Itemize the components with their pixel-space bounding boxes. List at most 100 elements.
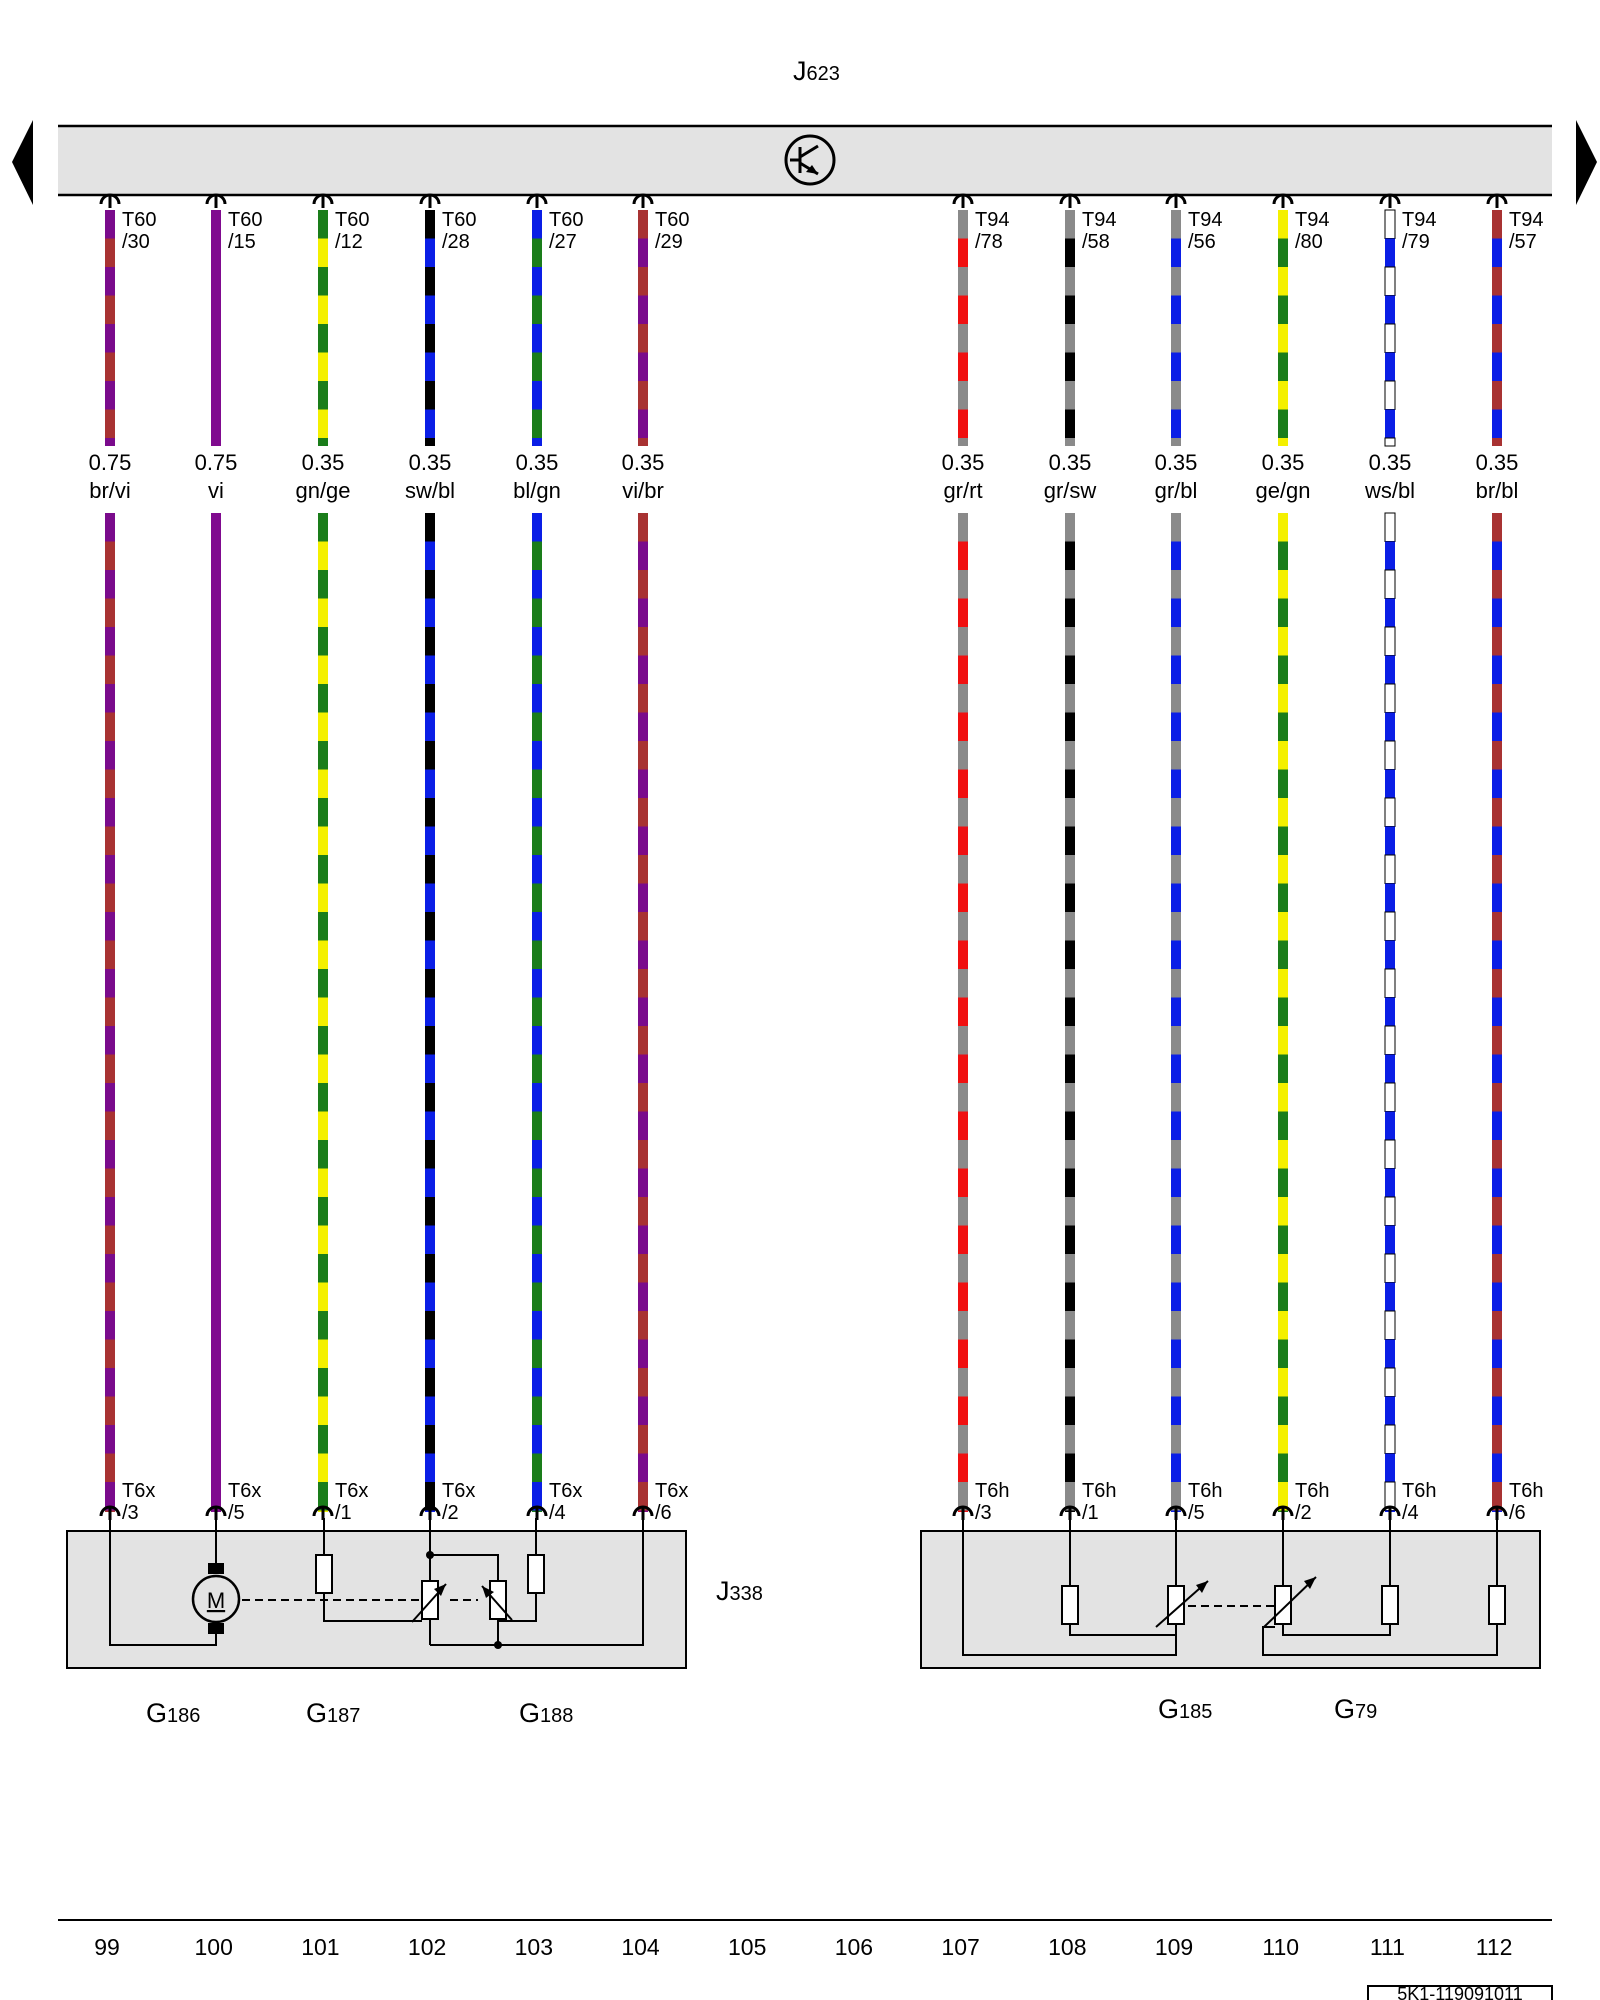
wire-segment <box>1171 1168 1181 1197</box>
wire-segment <box>318 1026 328 1055</box>
wire-segment <box>958 1026 968 1055</box>
wire-segment <box>1384 209 1396 239</box>
wire-segment <box>425 570 435 599</box>
top-connector-socket-icon <box>419 193 441 208</box>
wire-segment <box>1492 655 1502 684</box>
wire-segment <box>105 883 115 912</box>
wire-segment <box>532 741 542 770</box>
wire-segment <box>638 712 648 741</box>
wire-segment <box>105 1311 115 1340</box>
wire-segment <box>1492 627 1502 656</box>
wire-segment <box>1492 997 1502 1026</box>
wire-segment <box>1492 1482 1502 1511</box>
next-page-arrow-icon[interactable] <box>1576 120 1597 205</box>
wire-segment <box>1065 826 1075 855</box>
wire-segment <box>1278 940 1288 969</box>
wire-segment <box>638 883 648 912</box>
wire-segment <box>638 570 648 599</box>
document-id-box: 5K1-119091011 <box>1367 1984 1553 2000</box>
wire-segment <box>1492 598 1502 627</box>
wire-segment <box>318 570 328 599</box>
wire-segment <box>1492 1396 1502 1425</box>
wire-segment <box>1385 238 1395 267</box>
wire-segment <box>1278 1482 1288 1511</box>
wire-segment <box>105 1054 115 1083</box>
wire-segment <box>638 826 648 855</box>
wire-segment <box>1171 1054 1181 1083</box>
wire-segment <box>425 655 435 684</box>
wire-segment <box>638 1140 648 1169</box>
wire-segment <box>1278 1026 1288 1055</box>
top-pin-label: /30 <box>122 231 150 253</box>
column-number: 103 <box>515 1934 553 1960</box>
wire-segment <box>1385 295 1395 324</box>
wire-segment <box>532 1054 542 1083</box>
wire-segment <box>318 1482 328 1511</box>
wire-segment <box>1384 266 1396 296</box>
wire-segment <box>105 655 115 684</box>
column-number: 110 <box>1262 1934 1299 1960</box>
top-connector-label: T60 <box>655 209 689 231</box>
wire-segment <box>532 1225 542 1254</box>
wire-segment <box>532 1453 542 1482</box>
wire-segment <box>425 940 435 969</box>
wire-segment <box>638 352 648 381</box>
wire-segment <box>1065 655 1075 684</box>
wire-segment <box>1171 598 1181 627</box>
wire-segment <box>1278 912 1288 941</box>
wire-segment <box>1171 855 1181 884</box>
wire-segment <box>638 1311 648 1340</box>
wire-segment <box>1171 1026 1181 1055</box>
wire-segment <box>425 1311 435 1340</box>
wire-segment <box>958 598 968 627</box>
wire-segment <box>318 541 328 570</box>
resistor-icon <box>1488 1585 1506 1625</box>
wire-gauge: 0.75 <box>195 450 238 475</box>
wire-segment <box>318 997 328 1026</box>
wire-segment <box>1278 381 1288 410</box>
bottom-connector-socket-icon <box>312 1505 334 1520</box>
previous-page-arrow-icon[interactable] <box>12 120 33 205</box>
wire-segment <box>1385 826 1395 855</box>
wire-segment <box>1065 1482 1075 1511</box>
wire-segment <box>958 1254 968 1283</box>
wire-segment <box>1171 352 1181 381</box>
wire-segment <box>958 1282 968 1311</box>
wire-segment <box>1065 712 1075 741</box>
wire-gauge: 0.35 <box>409 450 452 475</box>
wire-segment <box>105 855 115 884</box>
wire-segment <box>1278 1254 1288 1283</box>
wire-segment <box>958 438 968 446</box>
wire-segment <box>958 1083 968 1112</box>
wire-segment <box>958 513 968 542</box>
wire-segment <box>958 769 968 798</box>
wire-segment <box>1278 627 1288 656</box>
wire-segment <box>105 912 115 941</box>
wire-segment <box>1171 513 1181 542</box>
wire-gauge: 0.35 <box>1476 450 1519 475</box>
wire-segment <box>638 1054 648 1083</box>
wire-segment <box>1065 969 1075 998</box>
bottom-connector-label: T6x <box>228 1480 261 1502</box>
wire-segment <box>638 798 648 827</box>
wire-segment <box>105 1482 115 1511</box>
wire-segment <box>532 324 542 353</box>
wire-segment <box>425 741 435 770</box>
wire-segment <box>105 1225 115 1254</box>
wire-segment <box>958 741 968 770</box>
wire-segment <box>1278 238 1288 267</box>
top-pin-label: /15 <box>228 231 256 253</box>
wire-segment <box>1492 1168 1502 1197</box>
wire-segment <box>105 826 115 855</box>
wire-segment <box>1384 683 1396 713</box>
wire-segment <box>1384 1310 1396 1340</box>
wire-segment <box>1065 940 1075 969</box>
wire-segment <box>1492 1083 1502 1112</box>
column-number: 108 <box>1048 1934 1086 1960</box>
top-connector-label: T60 <box>228 209 262 231</box>
wire-segment <box>532 513 542 542</box>
wire-segment <box>958 1368 968 1397</box>
wire-segment <box>211 513 221 1512</box>
wire-segment <box>318 1083 328 1112</box>
wire-segment <box>105 741 115 770</box>
